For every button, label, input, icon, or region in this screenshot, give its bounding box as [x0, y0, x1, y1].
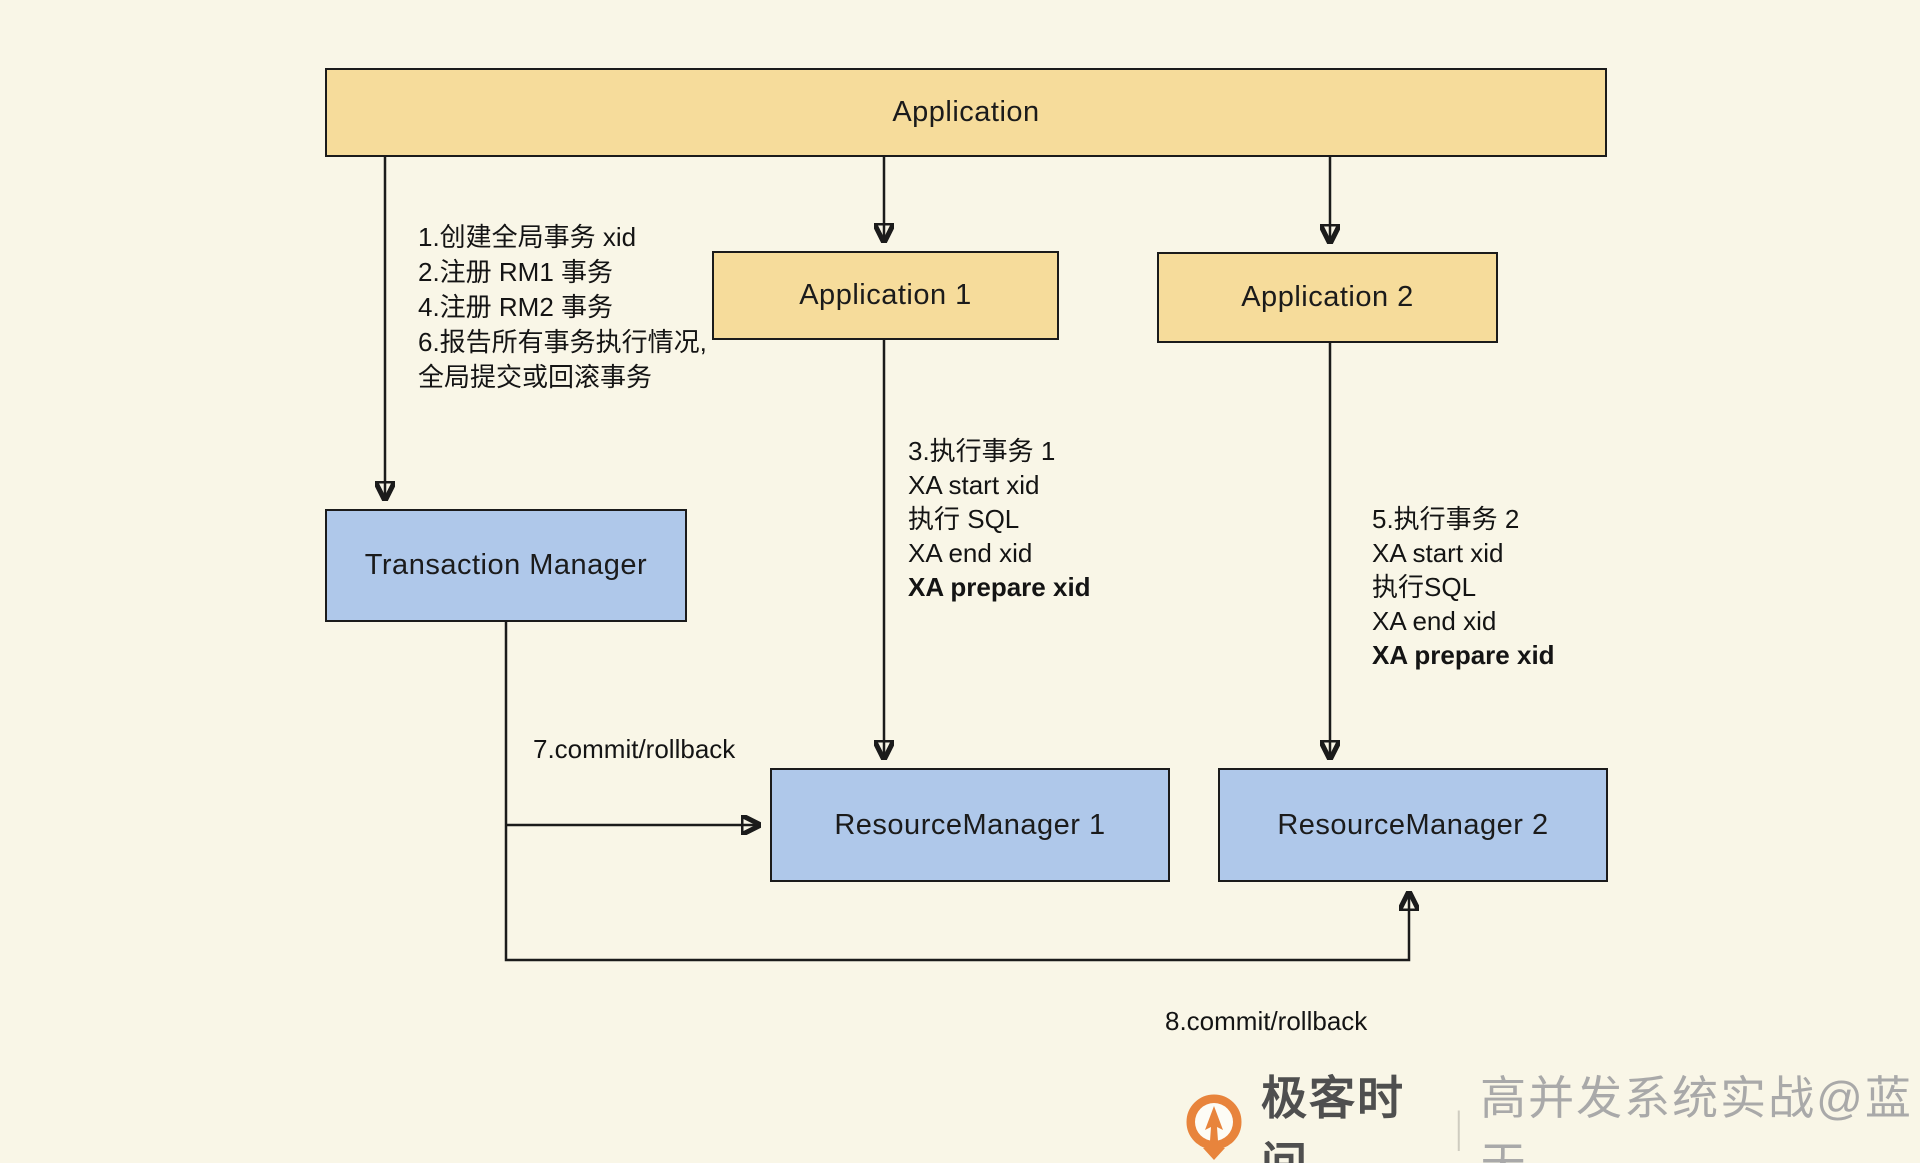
- node-application1-label: Application 1: [799, 279, 972, 311]
- watermark-brand: 极客时间: [1261, 1072, 1405, 1163]
- annotation-line: XA start xid: [1372, 538, 1504, 568]
- node-application: Application: [325, 68, 1607, 157]
- annotation-line: 执行SQL: [1372, 572, 1477, 602]
- annotation-line: 执行 SQL: [908, 504, 1020, 534]
- annotation-line-bold: XA prepare xid: [908, 572, 1091, 602]
- annotation-line: 全局提交或回滚事务: [418, 362, 653, 392]
- node-resource-manager1: ResourceManager 1: [770, 768, 1170, 882]
- annotation-line: XA end xid: [1372, 606, 1497, 636]
- annotation-line: 3.执行事务 1: [908, 436, 1056, 466]
- geek-time-logo-icon: [1183, 1094, 1245, 1162]
- annotation-line: XA start xid: [908, 470, 1040, 500]
- watermark: 极客时间 | 高并发系统实战@蓝天: [1183, 1062, 1920, 1163]
- annotation-line: 5.执行事务 2: [1372, 504, 1520, 534]
- edge-label-commit-rm1: 7.commit/rollback: [533, 734, 736, 764]
- watermark-separator: |: [1455, 1103, 1462, 1152]
- node-transaction-manager: Transaction Manager: [325, 509, 687, 622]
- node-resource-manager2: ResourceManager 2: [1218, 768, 1608, 882]
- node-application2-label: Application 2: [1241, 281, 1414, 313]
- annotation-line: 4.注册 RM2 事务: [418, 292, 614, 322]
- annotation-line: XA end xid: [908, 538, 1033, 568]
- edge-label-commit-rm2: 8.commit/rollback: [1165, 1006, 1368, 1036]
- node-resource-manager1-label: ResourceManager 1: [834, 808, 1106, 841]
- annotation-line-bold: XA prepare xid: [1372, 640, 1555, 670]
- node-application-label: Application: [892, 96, 1040, 128]
- node-resource-manager2-label: ResourceManager 2: [1277, 808, 1549, 841]
- node-application1: Application 1: [712, 251, 1059, 340]
- annotation-tm-steps: 1.创建全局事务 xid 2.注册 RM1 事务 4.注册 RM2 事务 6.报…: [418, 220, 707, 395]
- annotation-rm2-steps: 5.执行事务 2 XA start xid 执行SQL XA end xid X…: [1372, 502, 1555, 672]
- node-transaction-manager-label: Transaction Manager: [364, 549, 648, 581]
- node-application2: Application 2: [1157, 252, 1498, 343]
- annotation-rm1-steps: 3.执行事务 1 XA start xid 执行 SQL XA end xid …: [908, 434, 1091, 604]
- annotation-line: 2.注册 RM1 事务: [418, 257, 614, 287]
- watermark-course: 高并发系统实战@蓝天: [1480, 1072, 1913, 1163]
- annotation-line: 6.报告所有事务执行情况,: [418, 327, 707, 357]
- annotation-line: 1.创建全局事务 xid: [418, 222, 637, 252]
